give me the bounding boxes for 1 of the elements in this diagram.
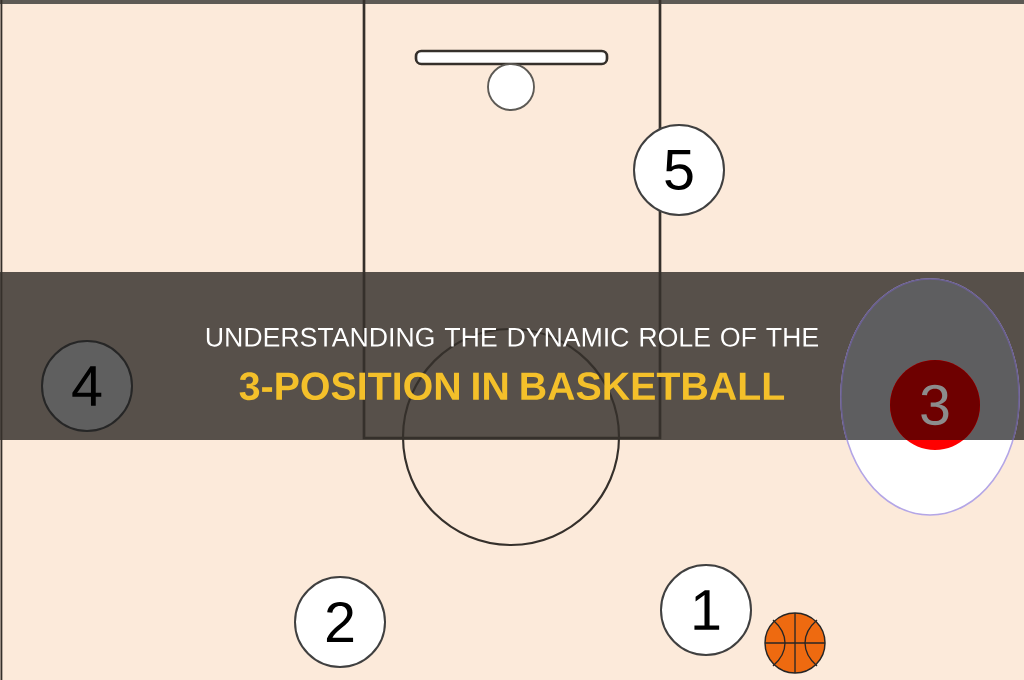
title: UNDERSTANDING THE DYNAMIC ROLE OF THE 3-POSITION IN BASKETBALL xyxy=(206,327,818,401)
